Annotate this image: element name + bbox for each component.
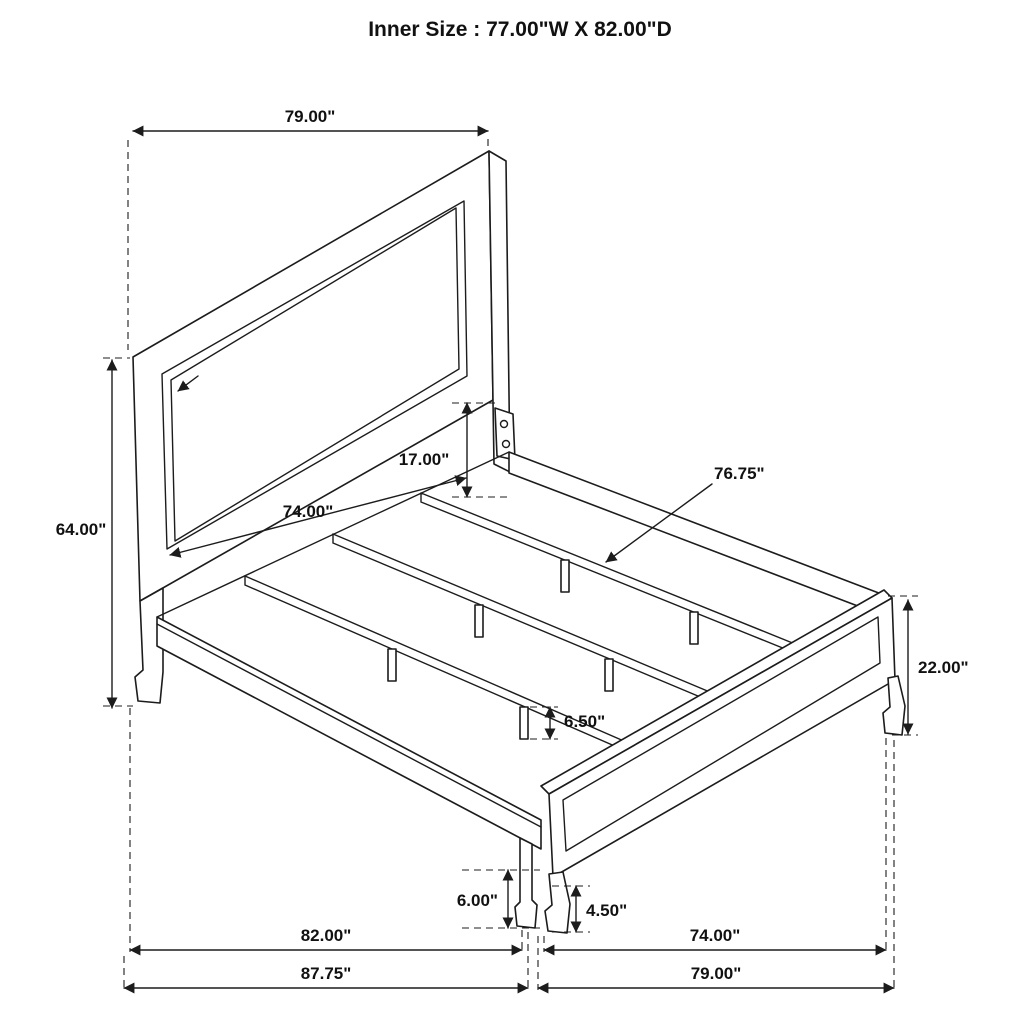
dim-rail-leg-height: 6.00" [457, 869, 540, 929]
dimension-label: 74.00" [283, 502, 334, 521]
bracket-bolt-hole [501, 439, 511, 449]
dimension-label: 82.00" [301, 926, 352, 945]
side-rail-left-board [156, 616, 542, 850]
dim-center-leg-height: 6.50" [530, 706, 605, 740]
dimension-label: 22.00" [918, 658, 969, 677]
panel-detail-arrow [177, 375, 199, 392]
dim-headboard-width: 79.00" [127, 107, 489, 350]
dimension-label: 6.00" [457, 891, 498, 910]
dimension-label: 17.00" [399, 450, 450, 469]
support-legs [387, 559, 699, 740]
dim-inner-depth: 82.00" [129, 926, 523, 956]
side-rail-leg [514, 837, 538, 929]
footboard-panel [548, 597, 896, 878]
side-rail-left [156, 616, 542, 929]
headboard [132, 150, 511, 704]
footboard-left-leg [544, 871, 571, 934]
dimension-label: 79.00" [285, 107, 336, 126]
side-rail-left-top-face [156, 623, 542, 828]
bracket-plate [494, 407, 516, 461]
footboard [540, 589, 906, 934]
dim-headboard-height: 64.00" [56, 357, 133, 709]
dimension-label: 76.75" [714, 464, 765, 483]
footboard-frame-inset [562, 616, 881, 852]
dim-headboard-panel-height: 17.00" [399, 402, 508, 498]
bed-drawing [132, 150, 906, 934]
dimension-label: 87.75" [301, 964, 352, 983]
dimension-label: 64.00" [56, 520, 107, 539]
dim-headboard-inner-width: 74.00" [169, 475, 467, 558]
page-title: Inner Size : 77.00"W X 82.00"D [368, 18, 672, 41]
dimension-label: 6.50" [564, 712, 605, 731]
dimension-label: 74.00" [690, 926, 741, 945]
footboard-right-leg [882, 675, 906, 736]
headboard-left-leg [134, 587, 164, 704]
dimension-label: 79.00" [691, 964, 742, 983]
mounting-bracket [494, 407, 516, 461]
dim-footboard-height: 22.00" [888, 595, 969, 736]
dim-footboard-leg-height: 4.50" [552, 885, 627, 933]
dim-footboard-inner-width: 74.00" [543, 926, 887, 956]
extension-lines [123, 708, 895, 990]
dim-overall-depth: 87.75" [123, 964, 529, 994]
dim-overall-width: 79.00" [537, 964, 895, 994]
dimension-annotations: 79.00" 64.00" 17.00" 74.00" 76.75" [56, 107, 969, 994]
dim-center-rail-length: 76.75" [605, 464, 765, 563]
dimension-label: 4.50" [586, 901, 627, 920]
bracket-bolt-hole [499, 419, 509, 429]
